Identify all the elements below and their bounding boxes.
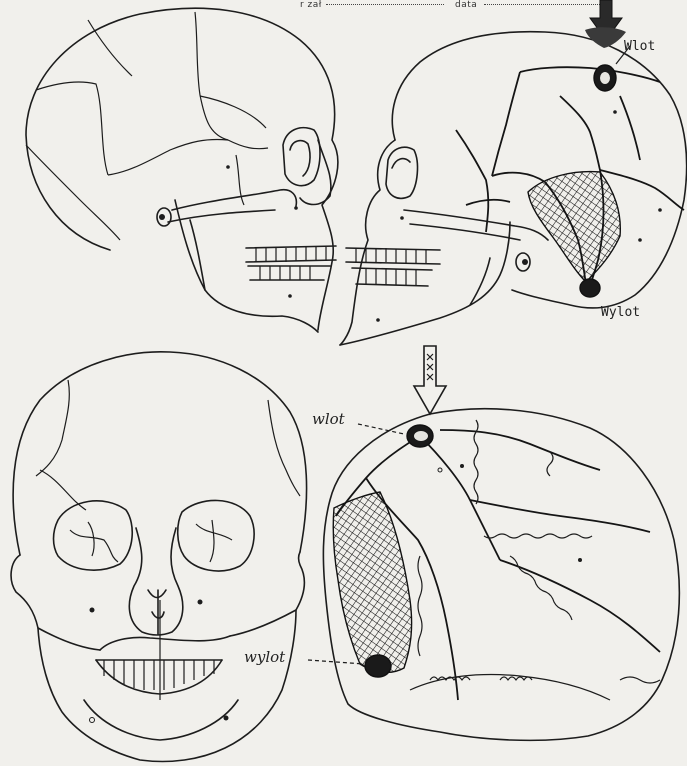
exit-label-posterior: wylot xyxy=(244,650,285,665)
connector-arrow xyxy=(414,346,446,414)
entry-label-posterior: wlot xyxy=(312,412,345,427)
skull-posterior-oblique xyxy=(308,409,679,741)
entry-label-lateral: Wlot xyxy=(624,40,655,53)
skull-lateral-left xyxy=(26,8,338,332)
exit-label-lateral: Wylot xyxy=(601,306,640,319)
skull-frontal xyxy=(11,352,307,762)
